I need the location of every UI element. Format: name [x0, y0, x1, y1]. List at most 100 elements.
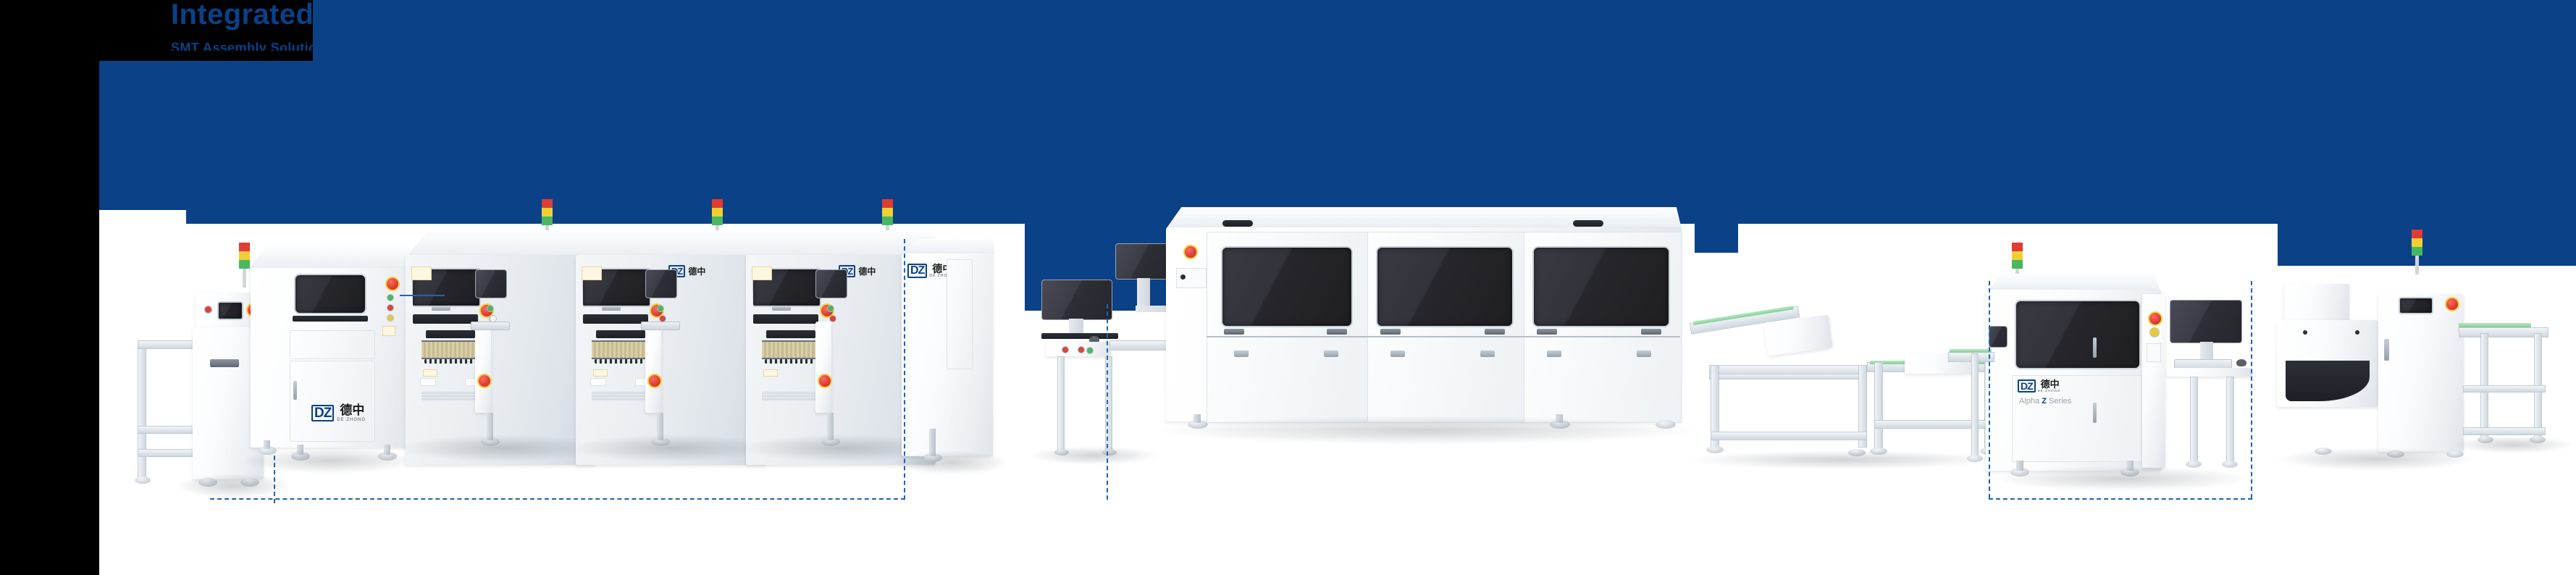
- alphaz-lower-door[interactable]: [2012, 375, 2142, 462]
- printer-stop-button[interactable]: [387, 304, 394, 311]
- aoi-upper-monitor-arm[interactable]: [1137, 278, 1150, 310]
- unloader-emergency-stop[interactable]: [2445, 297, 2459, 311]
- aoi-upper-monitor-pivot[interactable]: [1136, 306, 1179, 312]
- oven-shadow: [1151, 416, 1702, 445]
- alphaz-foot-right: [2120, 468, 2139, 477]
- alphaz-operator-monitor[interactable]: [2170, 300, 2242, 343]
- mounter1-start-button[interactable]: [487, 305, 494, 312]
- mounter2-foot: [651, 437, 670, 446]
- oven-leg-left: [1193, 414, 1201, 423]
- loader-door-handle[interactable]: [210, 359, 239, 367]
- mounter1-operator-monitor[interactable]: [475, 269, 507, 298]
- oven-window-2-handle-left[interactable]: [1380, 329, 1401, 335]
- alphaz-emergency-stop[interactable]: [2148, 311, 2162, 326]
- tower-light-red: [712, 199, 723, 208]
- oven-drawer-1-left[interactable]: [1234, 351, 1249, 357]
- oven-emergency-stop[interactable]: [1183, 245, 1198, 259]
- printer-baseline-marker: [210, 498, 905, 500]
- mounter2-operator-monitor[interactable]: [645, 269, 677, 298]
- tower-light-green: [882, 217, 893, 225]
- aoi-mouse[interactable]: [1089, 336, 1099, 343]
- oven-drawer-2-left[interactable]: [1390, 351, 1405, 357]
- oven-drawer-3-right[interactable]: [1637, 351, 1651, 357]
- mounter1-warning-label: [411, 266, 432, 280]
- oven-window-3-handle-left[interactable]: [1537, 329, 1557, 335]
- printer-display[interactable]: [294, 274, 366, 314]
- brand-chinese: 德中: [688, 266, 706, 277]
- printer-upper-door[interactable]: [290, 330, 375, 359]
- page-subtitle-text: SMT Assembly Solution: [171, 41, 325, 51]
- mounter3-column: [815, 322, 831, 413]
- unloader-touch-panel[interactable]: [2399, 297, 2433, 314]
- oven-drawer-3-left[interactable]: [1547, 351, 1561, 357]
- mounter2-keyboard-tray[interactable]: [641, 322, 680, 330]
- loader-cab-foot-2: [240, 478, 259, 487]
- loader-rail-left: [138, 340, 146, 479]
- aoi-main-monitor[interactable]: [1041, 280, 1112, 320]
- printer-reset-button[interactable]: [387, 314, 394, 322]
- loader-red-button[interactable]: [204, 306, 212, 314]
- mounter1-light-bar: [413, 314, 478, 324]
- tower-light-red: [882, 199, 893, 208]
- oven-window-1-handle-right[interactable]: [1327, 329, 1347, 335]
- alphaz-infeed-foot: [1967, 455, 1983, 462]
- alphaz-control-label: [2147, 343, 2161, 362]
- mounter1-keyboard-tray[interactable]: [471, 322, 510, 330]
- endcap-side-door[interactable]: [947, 259, 973, 369]
- series-mark: Z: [2042, 397, 2047, 406]
- mounter1-column-estop[interactable]: [477, 374, 492, 388]
- oven-drawer-2-right[interactable]: [1480, 351, 1495, 357]
- unloader-foot-1: [2315, 448, 2332, 455]
- mounter1-feeder-bank: [421, 340, 481, 359]
- alphaz-brand-logo: DZ 德中 DE ZHONG: [2018, 379, 2060, 393]
- mounter2-cover-handle[interactable]: [602, 306, 621, 311]
- mounter1-cover-handle[interactable]: [432, 306, 450, 311]
- printer-door-handle[interactable]: [293, 381, 297, 400]
- alphaz-shadow: [1992, 466, 2252, 491]
- mounter3-column-estop[interactable]: [818, 374, 832, 388]
- exit-foot-1: [1870, 448, 1887, 455]
- alphaz-door-handle-left[interactable]: [2093, 337, 2097, 358]
- alphaz-mouse[interactable]: [2236, 359, 2246, 366]
- alphaz-table-foot-2: [2222, 461, 2238, 468]
- tower-light-yellow: [882, 208, 893, 217]
- mounter1-shadow: [398, 435, 608, 462]
- mounter3-cover-handle[interactable]: [772, 306, 791, 311]
- unloader-dot-1: [2303, 330, 2307, 335]
- mounter3-start-button[interactable]: [827, 305, 834, 312]
- alphaz-highlight-left: [1989, 281, 1990, 498]
- oven-window-1: [1221, 246, 1353, 327]
- aoi-button-1[interactable]: [1062, 346, 1069, 353]
- aoi-upper-monitor[interactable]: [1115, 243, 1173, 280]
- aoi-button-2[interactable]: [1078, 346, 1085, 353]
- mounter3-operator-monitor[interactable]: [815, 269, 847, 298]
- mounter2-start-button[interactable]: [657, 305, 664, 312]
- mounter3-leg: [827, 413, 834, 440]
- printer-lower-door[interactable]: [290, 361, 375, 442]
- brand-chinese: 德中: [340, 403, 365, 417]
- aoi-button-3[interactable]: [1086, 347, 1094, 354]
- oven-window-2-handle-right[interactable]: [1485, 329, 1505, 335]
- unloader-control-cabinet: [2378, 294, 2464, 452]
- mounter3-signal-tower: [882, 199, 893, 244]
- alphaz-door-handle-right[interactable]: [2093, 403, 2097, 423]
- printer-emergency-stop[interactable]: [385, 277, 400, 291]
- mounter3-stop-button[interactable]: [829, 315, 836, 322]
- aoi-leg-left: [1057, 356, 1065, 452]
- alphaz-alarm-button[interactable]: [2149, 327, 2160, 337]
- printer-start-button[interactable]: [387, 294, 394, 301]
- loader-foot-1: [135, 477, 151, 484]
- mounter2-column: [645, 322, 661, 413]
- mounter3-foot: [821, 437, 840, 446]
- loader-touch-panel[interactable]: [217, 301, 243, 320]
- unloader-door-handle[interactable]: [2384, 339, 2389, 361]
- oven-window-3-handle-right[interactable]: [1641, 329, 1661, 335]
- mounter2-column-estop[interactable]: [647, 374, 662, 388]
- oven-window-1-handle-left[interactable]: [1224, 329, 1244, 335]
- mounter1-rail-dots: [424, 359, 479, 364]
- alphaz-side-panel-display[interactable]: [1989, 326, 2007, 348]
- oven-drawer-1-right[interactable]: [1324, 351, 1338, 357]
- alphaz-infeed-post: [1971, 353, 1979, 458]
- aoi-main-monitor-stand: [1069, 319, 1083, 335]
